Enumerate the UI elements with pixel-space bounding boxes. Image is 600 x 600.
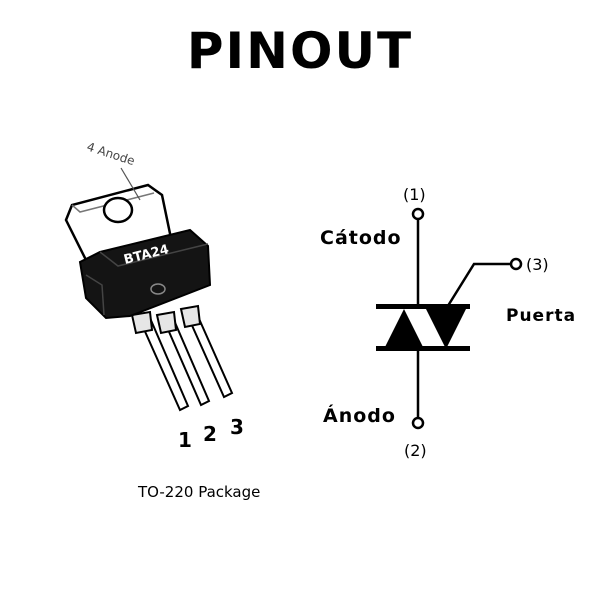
- pin2-label: (2): [404, 441, 427, 460]
- tab-label: 4 Anode: [85, 140, 137, 169]
- anode-label: Ánodo: [323, 404, 396, 427]
- mounting-hole: [102, 196, 134, 224]
- page-title: PINOUT: [186, 22, 414, 80]
- gate-label: Puerta: [506, 306, 576, 326]
- package-leads: [130, 304, 234, 412]
- pin1-label: (1): [403, 185, 426, 204]
- pin3-label: (3): [526, 255, 549, 274]
- body-dimple: [150, 283, 166, 295]
- pin-number-1: 1: [178, 428, 192, 452]
- top-plate: [376, 304, 470, 309]
- triangle-down: [426, 309, 466, 349]
- package-caption: TO-220 Package: [137, 483, 260, 501]
- pin-number-2: 2: [203, 422, 217, 446]
- package-body: BTA24: [78, 228, 212, 320]
- pin-number-3: 3: [230, 415, 244, 439]
- terminal-2-node: [411, 416, 425, 430]
- gate-wire: [444, 262, 511, 310]
- triangle-up: [384, 309, 424, 349]
- tab-leader-line: [120, 167, 141, 201]
- to220-package: BTA24 4 Anode 1 2 3 TO-220 Package: [64, 140, 260, 501]
- terminal-1-node: [411, 207, 425, 221]
- triac-symbol: (1) (2) (3) Cátodo Ánodo Puerta: [320, 185, 576, 460]
- cathode-label: Cátodo: [320, 227, 402, 249]
- gate-node: [509, 257, 523, 271]
